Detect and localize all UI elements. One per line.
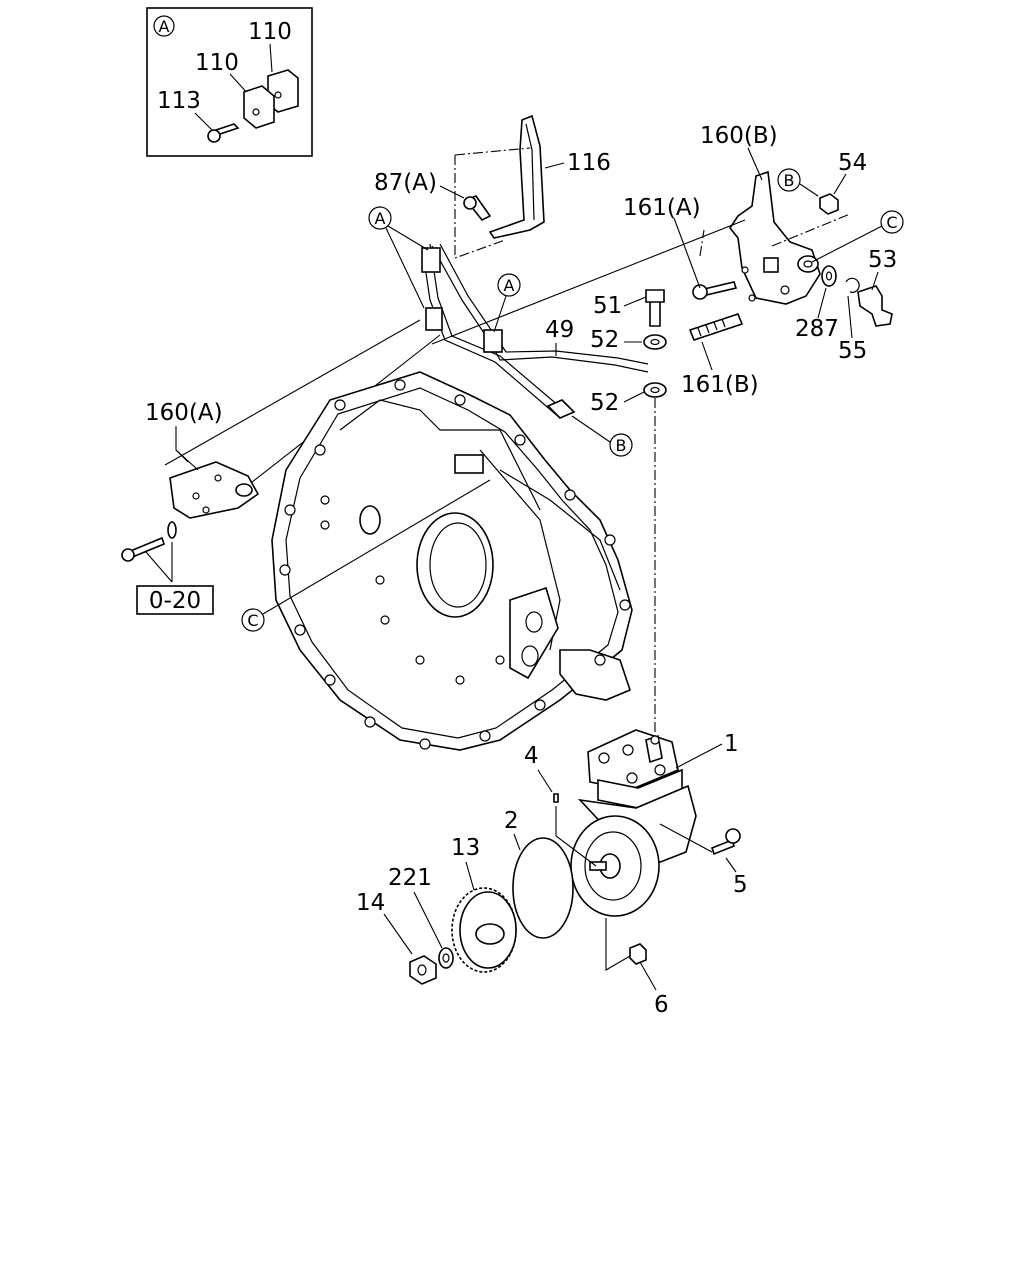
ref-label-0-20: 0-20 bbox=[149, 588, 201, 614]
bolt-51-washers-52: 51 52 52 bbox=[590, 289, 667, 740]
air-compressor-1: 1 4 bbox=[524, 729, 739, 917]
part-label-54: 54 bbox=[838, 150, 867, 176]
gear-13: 13 bbox=[451, 835, 517, 973]
callout-b-pipe: B bbox=[616, 436, 627, 455]
bracket-160b: 160(B) 161(A) 161(B) 54 B 287 55 53 C bbox=[623, 123, 904, 398]
bolt-5: 5 bbox=[659, 823, 748, 898]
callout-a-right: A bbox=[504, 276, 515, 295]
part-label-14: 14 bbox=[356, 890, 385, 916]
part-label-110-top: 110 bbox=[248, 19, 292, 45]
nut-6: 6 bbox=[605, 918, 669, 1018]
part-label-6: 6 bbox=[654, 992, 669, 1018]
part-label-110-left: 110 bbox=[195, 50, 239, 76]
part-label-287: 287 bbox=[795, 316, 839, 342]
part-label-160a: 160(A) bbox=[145, 400, 223, 426]
part-label-87a: 87(A) bbox=[374, 170, 437, 196]
part-label-55: 55 bbox=[838, 338, 867, 364]
callout-c-right: C bbox=[886, 213, 897, 232]
part-label-52-lower: 52 bbox=[590, 390, 619, 416]
part-label-49: 49 bbox=[545, 317, 574, 343]
washer-221: 221 bbox=[388, 865, 454, 969]
part-label-116: 116 bbox=[567, 150, 611, 176]
part-label-13: 13 bbox=[451, 835, 480, 861]
part-label-4: 4 bbox=[524, 743, 539, 769]
bracket-116: 116 87(A) bbox=[374, 114, 611, 259]
part-label-52-upper: 52 bbox=[590, 327, 619, 353]
callout-c-left: C bbox=[247, 611, 258, 630]
ref-box-0-20 bbox=[136, 585, 214, 615]
part-label-5: 5 bbox=[733, 872, 748, 898]
callout-a-left: A bbox=[375, 209, 386, 228]
part-label-221: 221 bbox=[388, 865, 432, 891]
part-label-53: 53 bbox=[868, 247, 897, 273]
part-label-161a: 161(A) bbox=[623, 195, 701, 221]
part-label-160b: 160(B) bbox=[700, 123, 778, 149]
part-label-2: 2 bbox=[504, 808, 519, 834]
part-label-1: 1 bbox=[724, 731, 739, 757]
callout-b-bracket: B bbox=[784, 171, 795, 190]
bracket-160a: 160(A) 0-20 bbox=[121, 400, 260, 615]
flywheel-housing bbox=[271, 371, 633, 751]
pipe-49: 49 A A B bbox=[368, 206, 649, 457]
part-label-51: 51 bbox=[593, 293, 622, 319]
part-label-161b: 161(B) bbox=[681, 372, 759, 398]
detail-a-inset: A 110 110 113 bbox=[146, 7, 313, 157]
part-label-113: 113 bbox=[157, 88, 201, 114]
detail-a-callout: A bbox=[159, 17, 170, 36]
nut-14: 14 bbox=[356, 890, 437, 985]
o-ring-2: 2 bbox=[504, 808, 574, 939]
